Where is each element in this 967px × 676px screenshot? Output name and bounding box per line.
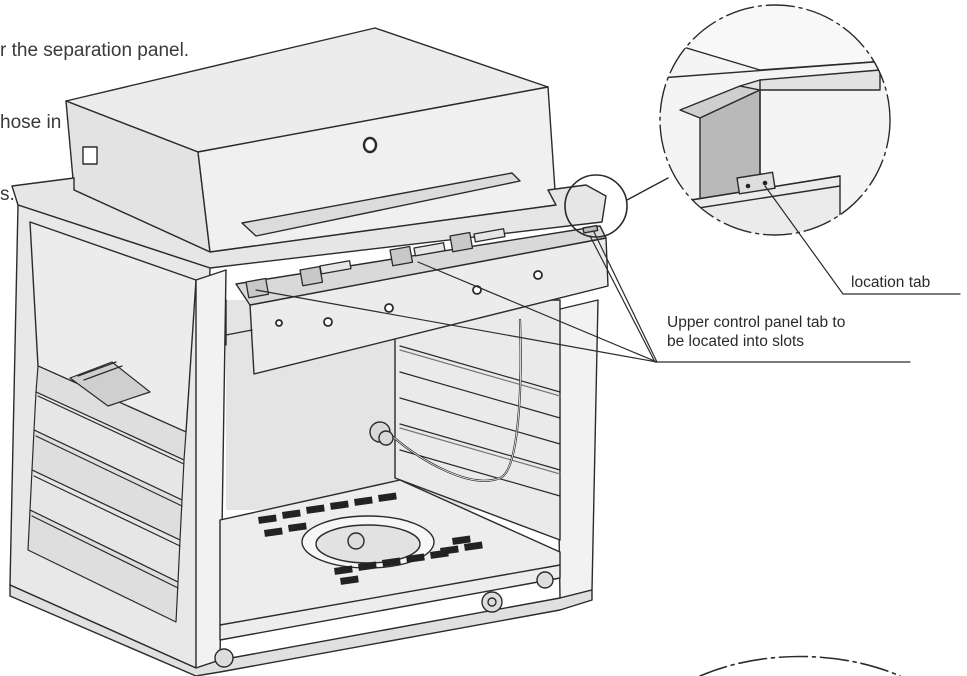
instruction-line-3: s.: [0, 184, 15, 205]
castor-wheels: [214, 532, 554, 668]
upper-panel-leader-d: [417, 261, 658, 363]
upper-panel-label-line-2: be located into slots: [667, 333, 805, 350]
upper-panel-leader-c: [255, 289, 658, 363]
location-tab-label: location tab: [851, 274, 931, 291]
hood-logo-badge: [82, 146, 98, 165]
gas-valves: [245, 228, 506, 299]
instruction-line-1: r the separation panel.: [0, 40, 190, 61]
hood-thermometer: [362, 136, 378, 154]
left-louvres: [27, 361, 187, 623]
upper-panel-leader-b: [593, 231, 658, 363]
interior-louvres: [399, 345, 561, 497]
bottom-rail: [9, 584, 593, 676]
magnified-location-tab: [736, 171, 776, 195]
hood-handle: [241, 172, 521, 237]
louvre-vent: [69, 361, 151, 407]
magnify-link-line: [626, 177, 669, 201]
upper-panel-label: Upper control panel tab to be located in…: [667, 313, 845, 351]
next-detail-circle-arc: [699, 655, 901, 676]
gas-regulator: [369, 421, 394, 446]
location-tab-leader: [764, 185, 961, 295]
panel-tab: [582, 224, 599, 234]
upper-panel-label-line-1: Upper control panel tab to: [667, 314, 846, 331]
floor-vents: [258, 492, 483, 585]
